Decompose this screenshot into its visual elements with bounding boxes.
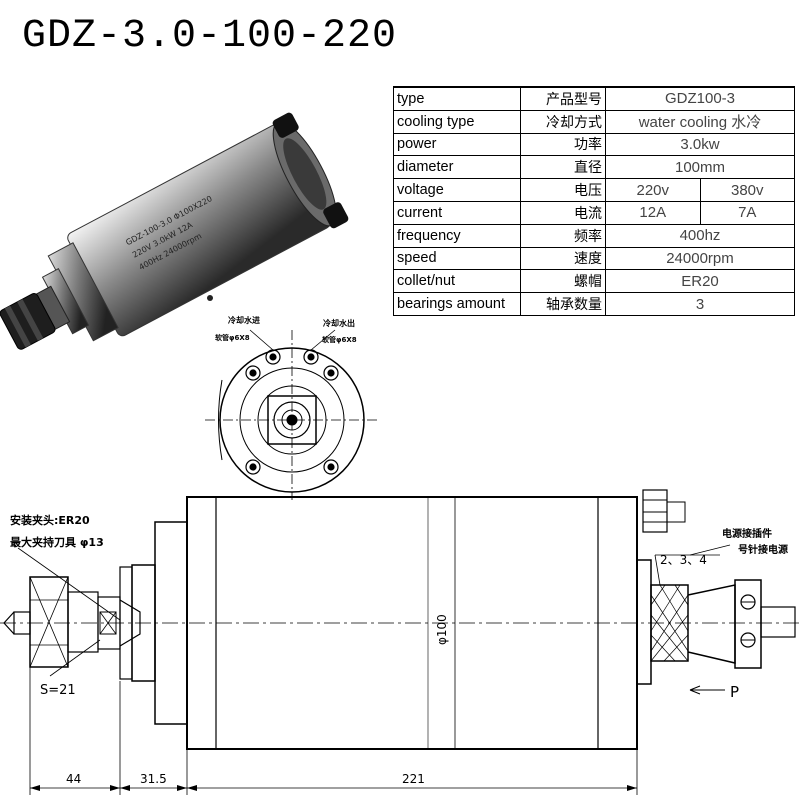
end-view-label-right-1: 冷却水出	[323, 318, 355, 328]
spec-label-cn: 轴承数量	[520, 292, 606, 316]
spec-label-cn: 产品型号	[520, 85, 606, 111]
spec-label-en: power	[393, 132, 521, 157]
spec-label-cn: 电流	[520, 200, 606, 225]
side-view-drawing	[0, 489, 800, 795]
spec-label-en: frequency	[393, 223, 521, 248]
wrench-size-label: S=21	[40, 683, 76, 698]
power-plug-label-2: 号针接电源	[738, 543, 788, 556]
end-view-drawing	[205, 329, 380, 500]
end-view-label-right-2: 软管φ6X8	[322, 335, 357, 344]
max-clamp-label: 最大夹持刀具 φ13	[10, 535, 104, 549]
spec-label-cn: 功率	[520, 132, 606, 157]
dimension-44: 44	[66, 772, 81, 786]
spec-value: 7A	[699, 200, 795, 225]
end-view-label-left-2: 软管φ6X8	[215, 333, 250, 342]
spec-value: water cooling 水冷	[605, 109, 795, 134]
end-view-label-left-1: 冷却水进	[228, 315, 260, 325]
spec-label-en: bearings amount	[393, 292, 521, 316]
arrow-p-label: P	[730, 683, 739, 701]
collet-label: 安装夹头:ER20	[10, 513, 90, 527]
diameter-label: φ100	[435, 614, 449, 645]
spec-label-cn: 频率	[520, 223, 606, 248]
spec-value: 24000rpm	[605, 246, 795, 271]
power-plug-label-1: 电源接插件	[722, 527, 772, 540]
dimension-221: 221	[402, 772, 425, 786]
spec-label-en: type	[393, 85, 521, 111]
spec-label-cn: 电压	[520, 178, 606, 202]
spindle-photo: GDZ-100-3.0 Φ100X220 220V 3.0kW 12A 400H…	[0, 112, 349, 350]
dimension-31-5: 31.5	[140, 772, 167, 786]
spec-value: GDZ100-3	[605, 85, 795, 111]
spec-label-cn: 直径	[520, 155, 606, 180]
spec-value: 400hz	[605, 223, 795, 248]
spec-value: 3	[605, 292, 795, 316]
page-title: GDZ-3.0-100-220	[22, 14, 398, 59]
spec-label-en: diameter	[393, 155, 521, 180]
pin-numbers-label: 2、3、4	[660, 553, 707, 567]
